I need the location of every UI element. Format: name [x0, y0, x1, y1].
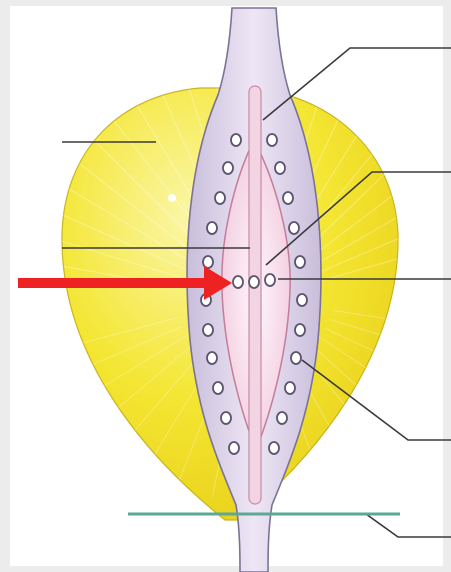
gland-circle — [283, 192, 293, 204]
gland-circle — [231, 134, 241, 146]
gland-circle — [265, 274, 275, 286]
gland-circle — [223, 162, 233, 174]
gland-circle — [207, 222, 217, 234]
gland-circle — [285, 382, 295, 394]
highlight-dot — [168, 194, 176, 202]
gland-circle — [295, 324, 305, 336]
gland-circle — [203, 256, 213, 268]
gland-circle — [215, 192, 225, 204]
gland-circle — [297, 294, 307, 306]
gland-circle — [207, 352, 217, 364]
gland-circle — [269, 442, 279, 454]
gland-circle — [233, 276, 243, 288]
gland-circle — [275, 162, 285, 174]
inner-canal — [249, 86, 261, 504]
gland-circle — [221, 412, 231, 424]
gland-circle — [291, 352, 301, 364]
gland-circle — [229, 442, 239, 454]
gland-circle — [203, 324, 213, 336]
gland-circle — [295, 256, 305, 268]
gland-circle — [289, 222, 299, 234]
gland-circle — [277, 412, 287, 424]
gland-circle — [249, 276, 259, 288]
gland-circle — [213, 382, 223, 394]
gland-circle — [267, 134, 277, 146]
